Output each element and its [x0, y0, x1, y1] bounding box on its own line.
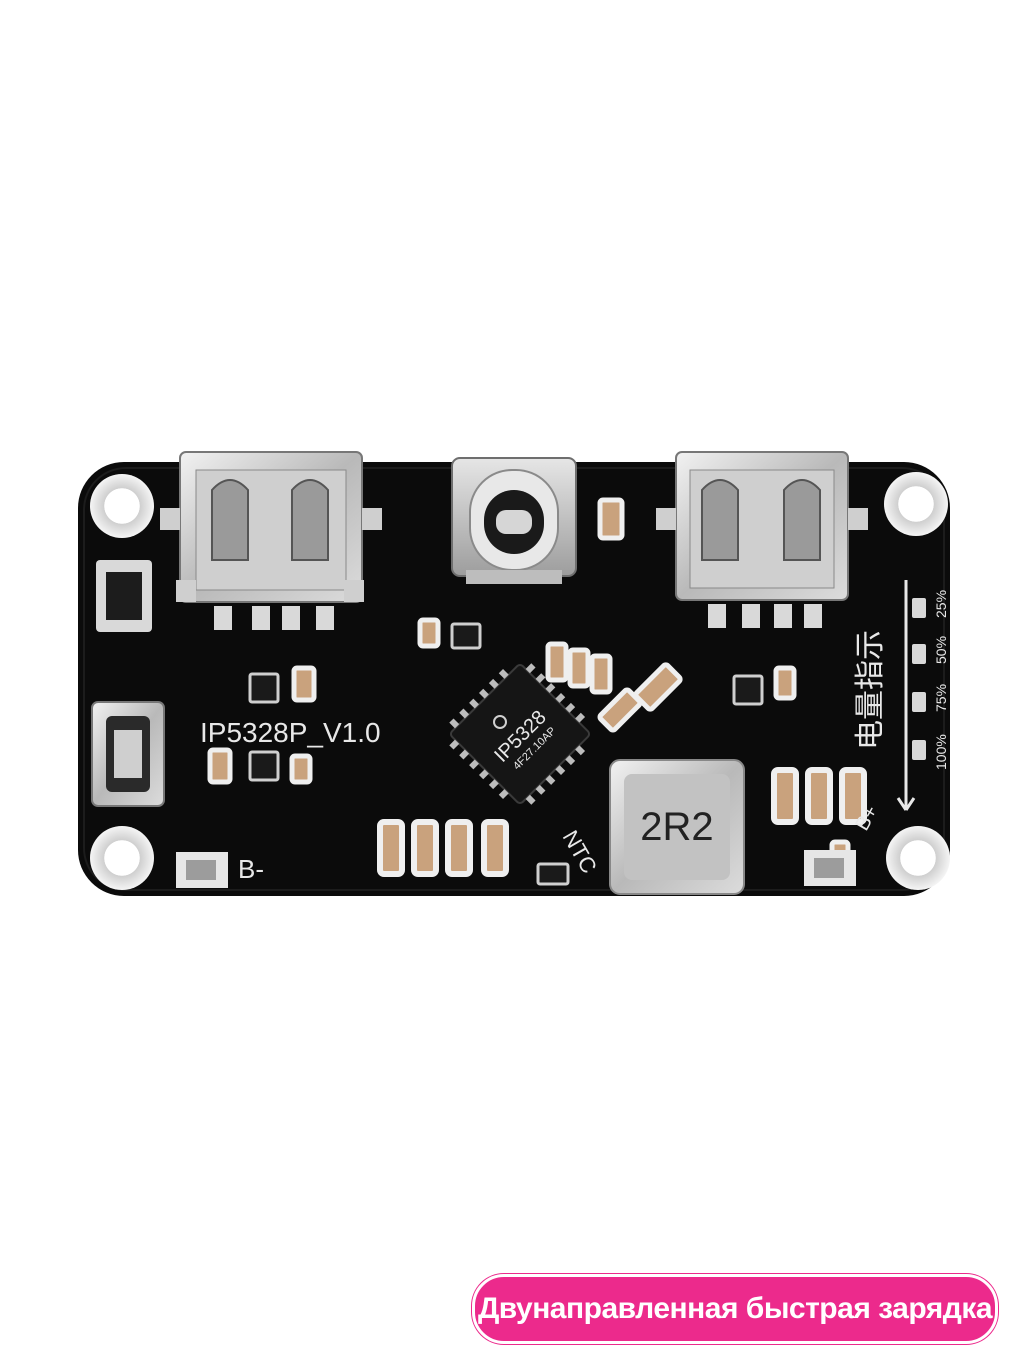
usb-a-port-right	[656, 451, 868, 628]
feature-badge-text: Двунаправленная быстрая зарядка	[477, 1292, 993, 1325]
capacitors-diagonal	[207, 497, 851, 875]
ip5328-chip: IP5328 4F27.10AP	[449, 663, 591, 805]
transistors	[248, 622, 764, 886]
mounting-holes	[90, 472, 950, 890]
usb-c-port	[451, 457, 577, 584]
micro-usb-port	[91, 701, 165, 807]
board-model-label: IP5328P_V1.0	[200, 717, 381, 748]
inductor: 2R2	[609, 759, 745, 895]
level-25: 25%	[933, 590, 949, 618]
battery-pads	[176, 850, 856, 888]
indicator-title: 电量指示	[854, 630, 887, 750]
indicator-leds	[912, 598, 926, 760]
capacitor-bank-right	[771, 767, 867, 825]
level-100: 100%	[933, 734, 949, 770]
b-minus-label: B-	[238, 854, 264, 884]
usb-a-port-left	[160, 451, 382, 630]
feature-badge: Двунаправленная быстрая зарядка	[472, 1274, 998, 1344]
charge-indicator: 电量指示 25% 50% 75% 100%	[854, 580, 949, 811]
inductor-label: 2R2	[640, 805, 713, 849]
capacitor-bank-bottom	[377, 819, 509, 877]
level-75: 75%	[933, 684, 949, 712]
tactile-switch	[96, 560, 152, 632]
level-50: 50%	[933, 636, 949, 664]
